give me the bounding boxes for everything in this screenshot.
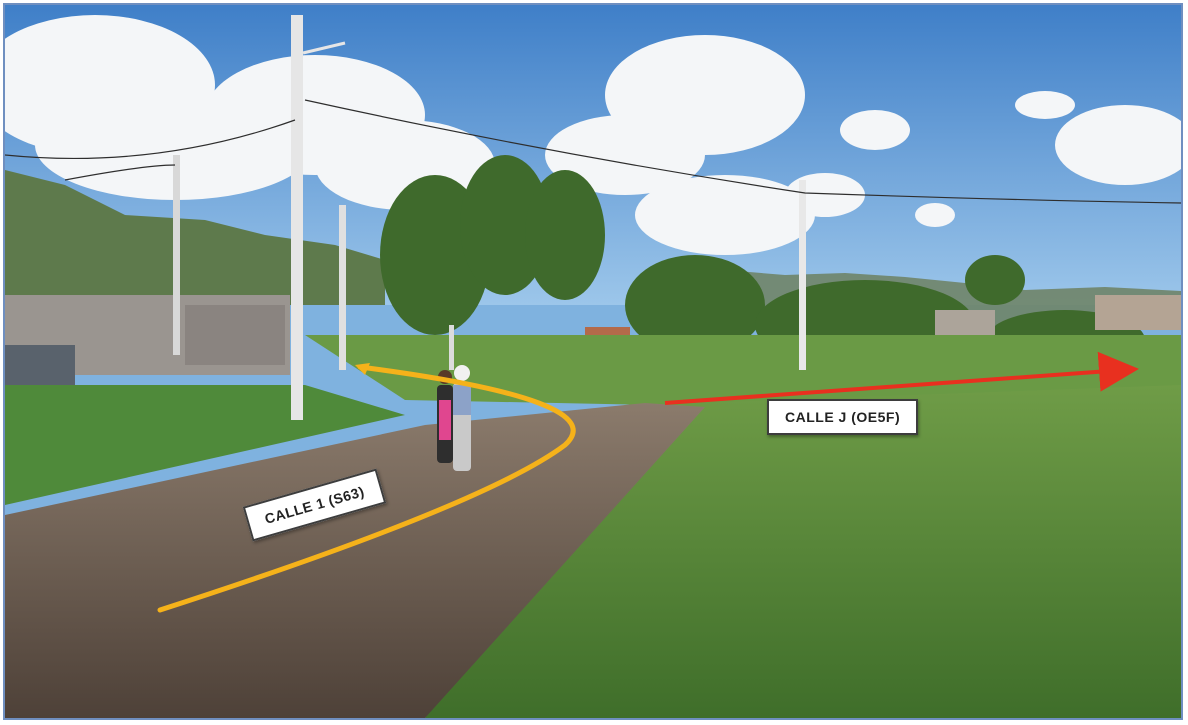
calle-j-route bbox=[664, 351, 1139, 405]
power-lines bbox=[5, 99, 1181, 204]
field-back bbox=[305, 335, 1181, 405]
street-photo bbox=[5, 5, 1181, 718]
pedestrians bbox=[437, 365, 471, 471]
calle-1-route bbox=[157, 364, 576, 613]
clouds bbox=[5, 15, 1181, 255]
label-calle-j: CALLE J (OE5F) bbox=[767, 399, 919, 435]
road bbox=[5, 403, 705, 718]
utility-poles bbox=[173, 15, 806, 420]
mountains-left bbox=[5, 170, 385, 305]
photo-frame: CALLE 1 (S63) CALLE J (OE5F) bbox=[3, 3, 1183, 720]
field-left bbox=[5, 385, 405, 505]
buildings bbox=[5, 295, 1181, 395]
